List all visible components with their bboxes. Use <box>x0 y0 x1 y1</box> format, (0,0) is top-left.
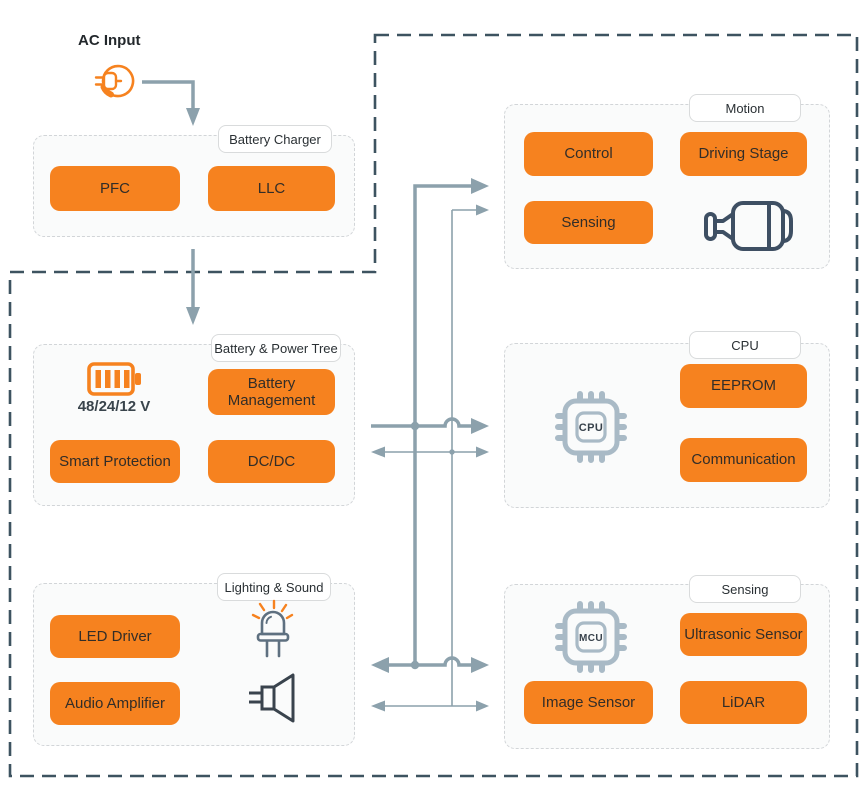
mcu-chip-icon: MCU <box>555 601 627 673</box>
module-smart-protection: Smart Protection <box>50 440 180 483</box>
group-label-motion: Motion <box>689 94 801 122</box>
battery-voltage-label: 48/24/12 V <box>77 398 151 415</box>
module-pfc: PFC <box>50 166 180 211</box>
module-led-driver: LED Driver <box>50 615 180 658</box>
system-boundary <box>8 33 859 778</box>
group-battery-charger: Battery Charger PFC LLC <box>33 125 355 237</box>
group-label-battery-power-tree: Battery & Power Tree <box>211 334 341 362</box>
led-icon <box>251 599 294 658</box>
group-label-sensing: Sensing <box>689 575 801 603</box>
module-dc-dc: DC/DC <box>208 440 335 483</box>
cpu-chip-icon: CPU <box>555 391 627 463</box>
motor-icon <box>704 201 793 251</box>
group-label-cpu: CPU <box>689 331 801 359</box>
cpu-chip-text: CPU <box>579 422 603 434</box>
module-driving-stage: Driving Stage <box>680 132 807 176</box>
group-sensing: Sensing MCU Ultrasonic Sensor Image Sens… <box>504 575 830 749</box>
module-motion-sensing: Sensing <box>524 201 653 244</box>
battery-icon <box>87 362 141 396</box>
module-ultrasonic-sensor: Ultrasonic Sensor <box>680 613 807 656</box>
group-motion: Motion Control Driving Stage Sensing <box>504 94 830 269</box>
module-eeprom: EEPROM <box>680 364 807 408</box>
module-control: Control <box>524 132 653 176</box>
plug-icon <box>94 64 135 98</box>
group-label-lighting-sound: Lighting & Sound <box>217 573 331 601</box>
module-lidar: LiDAR <box>680 681 807 724</box>
speaker-icon <box>249 673 295 723</box>
ac-input-label: AC Input <box>78 32 141 49</box>
module-communication: Communication <box>680 438 807 482</box>
group-cpu: CPU CPU EEPROM Communication <box>504 331 830 508</box>
group-lighting-sound: Lighting & Sound LED Driver Audio Amplif… <box>33 573 355 746</box>
mcu-chip-text: MCU <box>579 633 603 644</box>
module-llc: LLC <box>208 166 335 211</box>
module-image-sensor: Image Sensor <box>524 681 653 724</box>
group-label-battery-charger: Battery Charger <box>218 125 332 153</box>
module-audio-amplifier: Audio Amplifier <box>50 682 180 725</box>
module-battery-management: Battery Management <box>208 369 335 415</box>
group-battery-power-tree: Battery & Power Tree 48/24/12 V Battery … <box>33 334 355 506</box>
